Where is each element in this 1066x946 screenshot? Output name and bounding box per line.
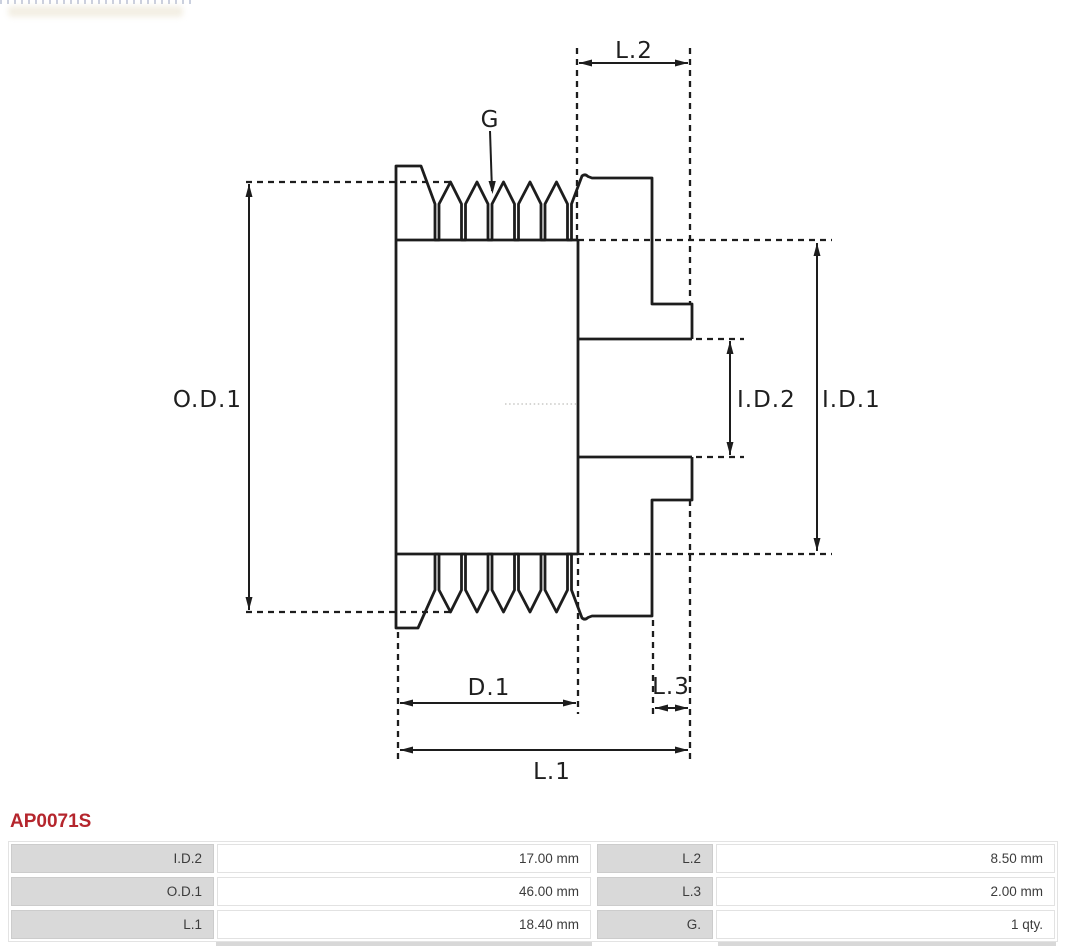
l1-label: L.1 <box>533 759 571 785</box>
table-row: L.1 18.40 mm G. 1 qty. <box>11 910 1055 939</box>
l2-extension-lines <box>575 48 692 304</box>
pulley-technical-drawing: G L.2 O.D.1 I.D.2 I.D.1 D.1 L.3 L.1 <box>173 38 881 785</box>
spec-label-l2: L.2 <box>597 844 713 873</box>
table-row: O.D.1 46.00 mm L.3 2.00 mm <box>11 877 1055 906</box>
spec-value-l2: 8.50 mm <box>716 844 1055 873</box>
id2-label: I.D.2 <box>737 387 796 413</box>
spec-label-l1: L.1 <box>11 910 214 939</box>
l2-label: L.2 <box>615 38 653 64</box>
l3-label: L.3 <box>652 674 690 700</box>
spec-value-g: 1 qty. <box>716 910 1055 939</box>
corner-watermark-smudge <box>8 6 183 17</box>
spec-value-od1: 46.00 mm <box>217 877 591 906</box>
table-row: I.D.2 17.00 mm L.2 8.50 mm <box>11 844 1055 873</box>
dimension-arrowheads <box>245 59 821 754</box>
id1-extension-lines <box>578 238 832 556</box>
id2-extension-lines <box>696 337 744 459</box>
part-number-heading: AP0071S <box>10 811 92 832</box>
d1-l1-extension-lines <box>396 558 655 762</box>
pulley-body-lines <box>394 238 692 556</box>
d1-label: D.1 <box>468 675 511 701</box>
next-row-partial <box>216 942 592 946</box>
spec-label-od1: O.D.1 <box>11 877 214 906</box>
spec-label-id2: I.D.2 <box>11 844 214 873</box>
od1-extension-lines <box>246 180 452 614</box>
id1-label: I.D.1 <box>822 387 881 413</box>
spec-label-g: G. <box>597 910 713 939</box>
corner-watermark-artifact <box>0 0 192 4</box>
pulley-outline-bottom <box>394 457 694 630</box>
groove-label: G <box>481 107 500 133</box>
spec-label-l3: L.3 <box>597 877 713 906</box>
spec-value-id2: 17.00 mm <box>217 844 591 873</box>
spec-table: I.D.2 17.00 mm L.2 8.50 mm O.D.1 46.00 m… <box>8 841 1058 942</box>
next-row-partial <box>718 942 1056 946</box>
spec-value-l3: 2.00 mm <box>716 877 1055 906</box>
spec-value-l1: 18.40 mm <box>217 910 591 939</box>
pulley-outline-top <box>394 164 694 339</box>
od1-label: O.D.1 <box>173 387 242 413</box>
